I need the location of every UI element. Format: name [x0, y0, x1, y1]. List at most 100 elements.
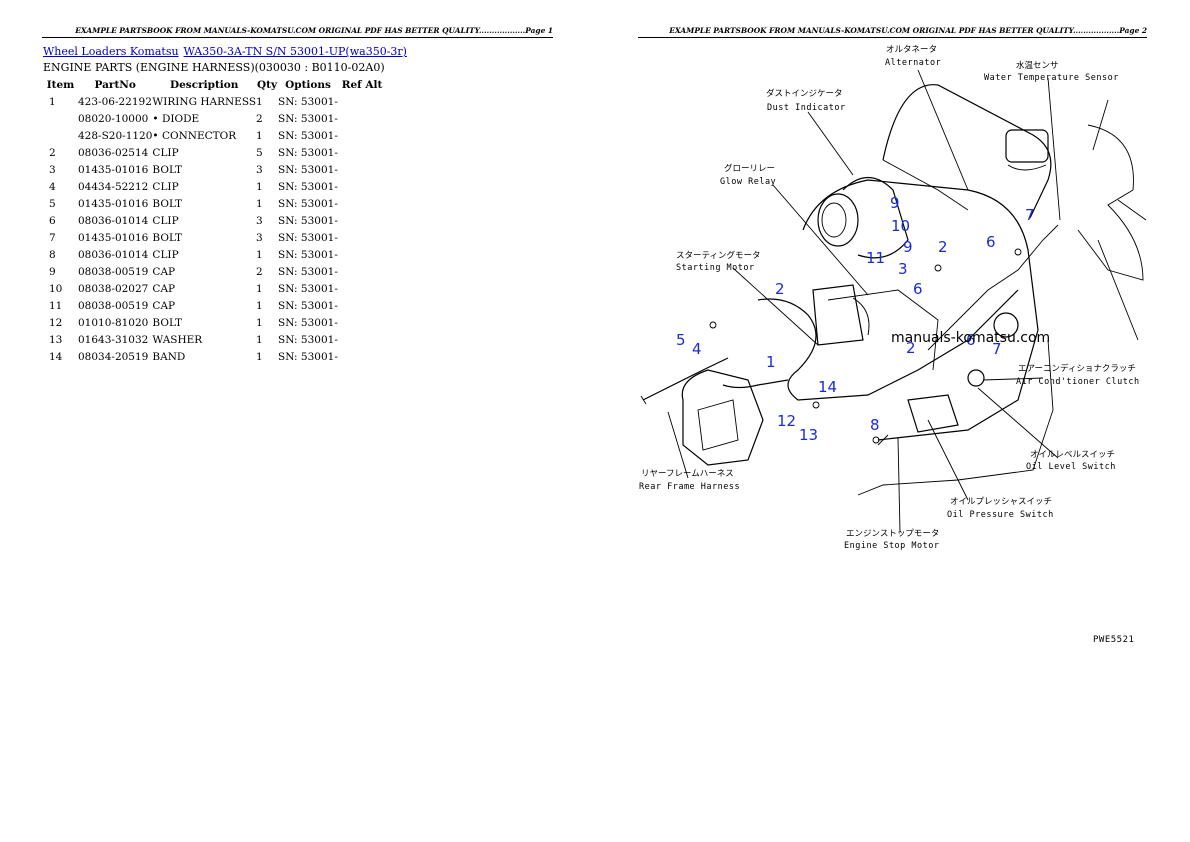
callout-3: 3 [898, 260, 908, 278]
cell-options: SN: 53001- [278, 214, 338, 227]
callout-14: 14 [818, 378, 837, 396]
header-item: Item [46, 78, 75, 91]
cell-ref-alt [338, 348, 386, 365]
page-2-header-rule [638, 37, 1147, 38]
callout-9: 9 [903, 238, 913, 256]
cell-description: CAP [152, 265, 176, 278]
cell-options: SN: 53001- [278, 197, 338, 210]
engine-harness-illustration: オルタネータ Alternator 水温センサ Water Temperatur… [639, 45, 1147, 645]
cell-item [43, 127, 78, 144]
cell-partno: 01435-01016 [78, 163, 149, 176]
cell-options: SN: 53001- [278, 282, 338, 295]
cell-options: SN: 53001- [278, 180, 338, 193]
cell-options: SN: 53001- [278, 163, 338, 176]
cell-options: SN: 53001- [278, 146, 338, 159]
label-starting-en: Starting Motor [676, 263, 755, 273]
cell-ref-alt [338, 229, 386, 246]
label-oil-pressure-jp: オイルプレッシャスイッチ [950, 497, 1052, 507]
cell-options: SN: 53001- [278, 265, 338, 278]
cell-item: 2 [49, 146, 56, 159]
cell-ref-alt [338, 144, 386, 161]
cell-ref-alt [338, 263, 386, 280]
cell-qty: 1 [256, 248, 263, 261]
cell-partno: 08020-10000 [78, 112, 149, 125]
cell-ref-alt [338, 127, 386, 144]
cell-description: BAND [152, 350, 186, 363]
cell-partno: 01435-01016 [78, 231, 149, 244]
cell-description: • CONNECTOR [152, 129, 237, 142]
cell-ref-alt [338, 161, 386, 178]
page-1-header-rule [42, 37, 553, 38]
cell-description: CLIP [152, 146, 179, 159]
cell-ref-alt [338, 93, 386, 110]
page-1-header: EXAMPLE PARTSBOOK FROM MANUALS-KOMATSU.C… [75, 26, 553, 35]
cell-options: SN: 53001- [278, 231, 338, 244]
callout-2: 2 [906, 339, 916, 357]
cell-qty: 3 [256, 214, 263, 227]
cell-options: SN: 53001- [278, 333, 338, 346]
label-engine-stop-jp: エンジンストップモータ [846, 529, 939, 539]
cell-qty: 5 [256, 146, 263, 159]
cell-options: SN: 53001- [278, 95, 338, 108]
cell-description: CAP [152, 282, 176, 295]
cell-partno: 04434-52212 [78, 180, 149, 193]
label-glow-en: Glow Relay [720, 177, 776, 187]
label-alternator-jp: オルタネータ [886, 45, 937, 55]
cell-qty: 1 [256, 180, 263, 193]
cell-qty: 2 [256, 265, 263, 278]
cell-qty: 1 [256, 282, 263, 295]
section-title: ENGINE PARTS (ENGINE HARNESS)(030030 : B… [43, 61, 385, 74]
cell-qty: 1 [256, 95, 263, 108]
watermark: manuals-komatsu.com [891, 330, 1050, 346]
cell-partno: 08036-01014 [78, 214, 149, 227]
leader-lines [667, 69, 1061, 533]
label-dust-jp: ダストインジケータ [766, 88, 843, 99]
cell-partno: 08038-02027 [78, 282, 149, 295]
cell-description: • DIODE [152, 112, 200, 125]
cell-partno: 08036-02514 [78, 146, 149, 159]
label-engine-stop-en: Engine Stop Motor [844, 541, 940, 551]
callout-2: 2 [938, 238, 948, 256]
cell-qty: 3 [256, 231, 263, 244]
label-rear-frame-en: Rear Frame Harness [639, 482, 740, 492]
breadcrumb-link-model[interactable]: WA350-3A-TN S/N 53001-UP(wa350-3r) [183, 45, 407, 58]
label-rear-frame-jp: リヤーフレームハーネス [641, 469, 734, 479]
header-ref-alt: Ref Alt [341, 78, 383, 91]
callout-12: 12 [777, 412, 796, 430]
cell-partno: 423-06-22192 [78, 95, 152, 108]
cell-description: BOLT [152, 163, 183, 176]
breadcrumb-link-wheel-loaders[interactable]: Wheel Loaders Komatsu [43, 45, 179, 58]
cell-qty: 1 [256, 129, 263, 142]
cell-ref-alt [338, 110, 386, 127]
callout-6: 6 [986, 233, 996, 251]
cell-item: 14 [49, 350, 63, 363]
cell-description: WASHER [152, 333, 203, 346]
cell-ref-alt [338, 297, 386, 314]
cell-options: SN: 53001- [278, 248, 338, 261]
cell-item: 11 [49, 299, 63, 312]
cell-item: 12 [49, 316, 63, 329]
cell-partno: 08038-00519 [78, 265, 149, 278]
cell-qty: 1 [256, 299, 263, 312]
cell-ref-alt [338, 280, 386, 297]
cell-item: 10 [49, 282, 63, 295]
label-aircon-en: Air Cond'tioner Clutch [1016, 377, 1140, 387]
callout-13: 13 [799, 426, 818, 444]
cell-partno: 08038-00519 [78, 299, 149, 312]
breadcrumb: Wheel Loaders Komatsu WA350-3A-TN S/N 530… [43, 45, 407, 58]
cell-options: SN: 53001- [278, 316, 338, 329]
cell-qty: 3 [256, 163, 263, 176]
cell-qty: 1 [256, 333, 263, 346]
cell-item: 4 [49, 180, 56, 193]
cell-partno: 428-S20-1120 [78, 129, 153, 142]
label-alternator-en: Alternator [885, 58, 941, 68]
cell-ref-alt [338, 195, 386, 212]
